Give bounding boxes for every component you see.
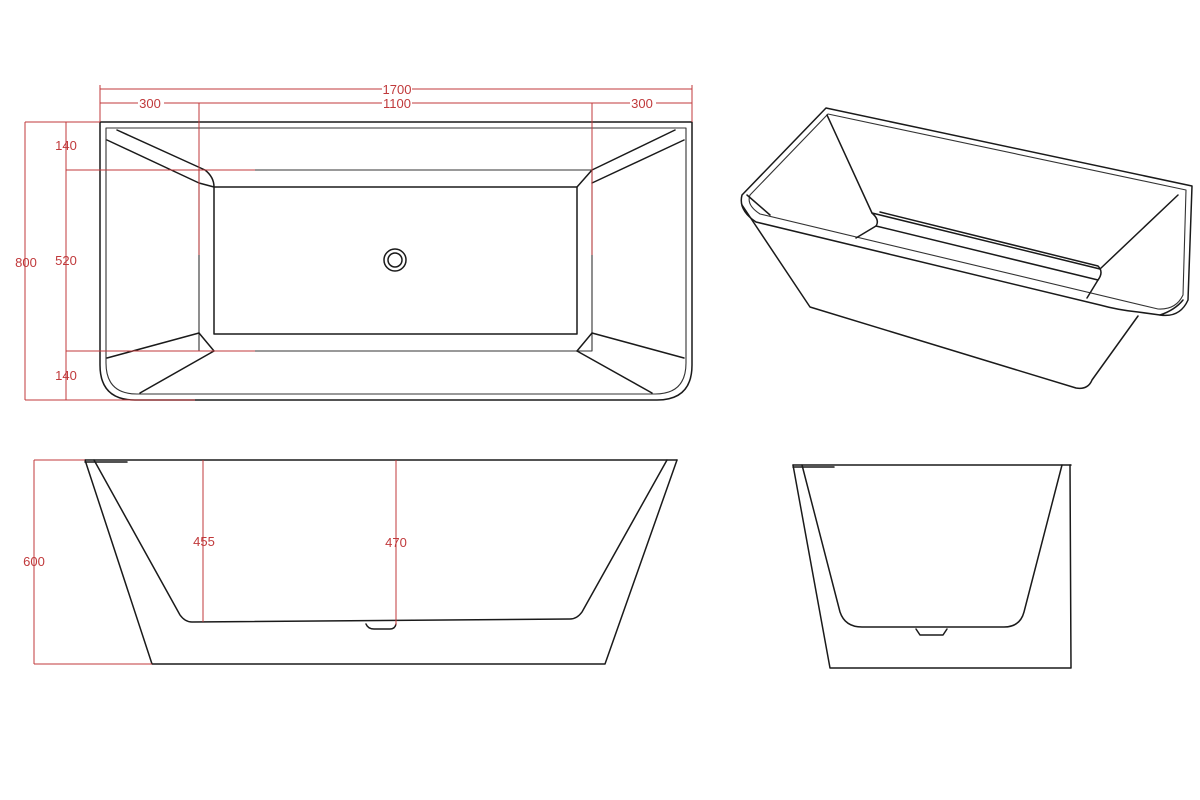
side-view xyxy=(792,464,1072,669)
top-horizontal-dimensions: 1700 1100 300 300 xyxy=(99,82,693,255)
dim-inner-depth-left: 455 xyxy=(193,534,215,549)
dim-overall-length: 1700 xyxy=(383,82,412,97)
isometric-view xyxy=(740,107,1193,390)
dim-overall-width: 800 xyxy=(15,255,37,270)
top-vertical-dimensions: 800 140 520 140 xyxy=(15,121,255,401)
dim-bottom-margin: 140 xyxy=(55,368,77,383)
iso-rim-outer xyxy=(740,107,1193,317)
iso-rim-inner xyxy=(748,113,1187,310)
dim-left-end: 300 xyxy=(139,96,161,111)
side-inner-bowl xyxy=(801,464,1063,628)
top-outer-rim xyxy=(99,121,693,401)
dim-right-end: 300 xyxy=(631,96,653,111)
front-view: 600 455 470 xyxy=(23,459,678,665)
top-inner-rim xyxy=(105,127,687,395)
dim-inner-depth-center: 470 xyxy=(385,535,407,550)
top-view: 1700 1100 300 300 800 140 520 140 xyxy=(15,82,693,401)
dim-top-margin: 140 xyxy=(55,138,77,153)
top-floor-bevel xyxy=(198,169,593,352)
front-drain xyxy=(365,623,397,630)
side-outer-body xyxy=(792,464,1072,669)
dim-inner-width: 520 xyxy=(55,253,77,268)
front-outer-body xyxy=(84,459,678,665)
dim-overall-height: 600 xyxy=(23,554,45,569)
top-floor xyxy=(213,186,578,335)
front-inner-bowl xyxy=(93,459,668,623)
side-drain xyxy=(915,628,948,636)
dim-inner-length: 1100 xyxy=(383,96,411,111)
drain-icon xyxy=(383,248,407,272)
iso-body xyxy=(741,204,1139,390)
